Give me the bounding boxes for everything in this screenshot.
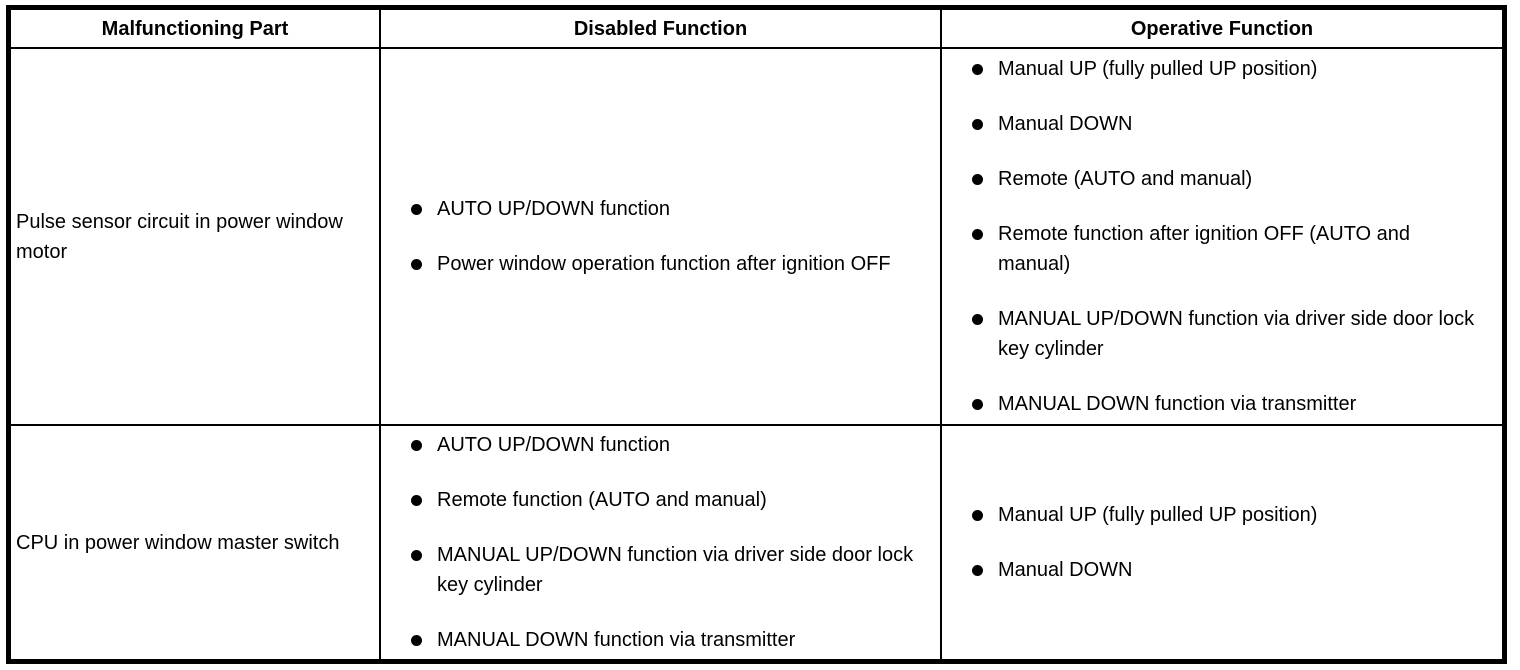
list-item-label: Remote function after ignition OFF (AUTO… bbox=[998, 223, 1411, 275]
header-disabled-function: Disabled Function bbox=[381, 10, 942, 49]
bullet-icon bbox=[972, 229, 983, 240]
power-window-fail-safe-table: Malfunctioning Part Disabled Function Op… bbox=[6, 5, 1507, 664]
bullet-icon bbox=[972, 565, 983, 576]
list-item-label: AUTO UP/DOWN function bbox=[437, 434, 671, 456]
list-item-label: MANUAL UP/DOWN function via driver side … bbox=[998, 308, 1475, 360]
row1-operative-functions: Manual UP (fully pulled UP position) Man… bbox=[942, 49, 1502, 426]
list-item: Remote function after ignition OFF (AUTO… bbox=[972, 219, 1484, 279]
list-item-label: MANUAL UP/DOWN function via driver side … bbox=[437, 544, 914, 596]
bullet-icon bbox=[411, 259, 422, 270]
bullet-icon bbox=[972, 510, 983, 521]
bullet-icon bbox=[972, 119, 983, 130]
row2-operative-functions: Manual UP (fully pulled UP position) Man… bbox=[942, 426, 1502, 659]
bullet-icon bbox=[972, 399, 983, 410]
list-item-label: Manual DOWN bbox=[998, 559, 1133, 581]
bullet-icon bbox=[972, 174, 983, 185]
bullet-icon bbox=[411, 440, 422, 451]
bullet-icon bbox=[411, 635, 422, 646]
disabled-function-list: AUTO UP/DOWN function Remote function (A… bbox=[411, 430, 922, 655]
list-item: MANUAL DOWN function via transmitter bbox=[972, 389, 1484, 419]
list-item-label: Power window operation function after ig… bbox=[437, 253, 891, 275]
header-malfunctioning-part: Malfunctioning Part bbox=[11, 10, 381, 49]
list-item: MANUAL DOWN function via transmitter bbox=[411, 625, 922, 655]
list-item-label: MANUAL DOWN function via transmitter bbox=[437, 629, 796, 651]
bullet-icon bbox=[411, 204, 422, 215]
list-item: Manual UP (fully pulled UP position) bbox=[972, 500, 1484, 530]
row1-disabled-functions: AUTO UP/DOWN function Power window opera… bbox=[381, 49, 942, 426]
list-item: Manual DOWN bbox=[972, 109, 1484, 139]
list-item-label: Remote (AUTO and manual) bbox=[998, 168, 1253, 190]
list-item-label: Manual UP (fully pulled UP position) bbox=[998, 504, 1318, 526]
list-item: MANUAL UP/DOWN function via driver side … bbox=[972, 304, 1484, 364]
list-item: Manual DOWN bbox=[972, 555, 1484, 585]
list-item: AUTO UP/DOWN function bbox=[411, 430, 922, 460]
list-item-label: AUTO UP/DOWN function bbox=[437, 198, 671, 220]
list-item: Remote function (AUTO and manual) bbox=[411, 485, 922, 515]
bullet-icon bbox=[972, 314, 983, 325]
row2-malfunctioning-part: CPU in power window master switch bbox=[11, 426, 381, 659]
list-item: Manual UP (fully pulled UP position) bbox=[972, 54, 1484, 84]
list-item-label: MANUAL DOWN function via transmitter bbox=[998, 393, 1357, 415]
bullet-icon bbox=[972, 64, 983, 75]
header-operative-function: Operative Function bbox=[942, 10, 1502, 49]
list-item: MANUAL UP/DOWN function via driver side … bbox=[411, 540, 922, 600]
list-item: Power window operation function after ig… bbox=[411, 249, 922, 279]
list-item: AUTO UP/DOWN function bbox=[411, 194, 922, 224]
disabled-function-list: AUTO UP/DOWN function Power window opera… bbox=[411, 194, 922, 279]
list-item-label: Manual UP (fully pulled UP position) bbox=[998, 58, 1318, 80]
list-item-label: Manual DOWN bbox=[998, 113, 1133, 135]
list-item: Remote (AUTO and manual) bbox=[972, 164, 1484, 194]
row2-disabled-functions: AUTO UP/DOWN function Remote function (A… bbox=[381, 426, 942, 659]
list-item-label: Remote function (AUTO and manual) bbox=[437, 489, 767, 511]
bullet-icon bbox=[411, 550, 422, 561]
row1-malfunctioning-part: Pulse sensor circuit in power window mot… bbox=[11, 49, 381, 426]
operative-function-list: Manual UP (fully pulled UP position) Man… bbox=[972, 54, 1484, 419]
bullet-icon bbox=[411, 495, 422, 506]
operative-function-list: Manual UP (fully pulled UP position) Man… bbox=[972, 500, 1484, 585]
